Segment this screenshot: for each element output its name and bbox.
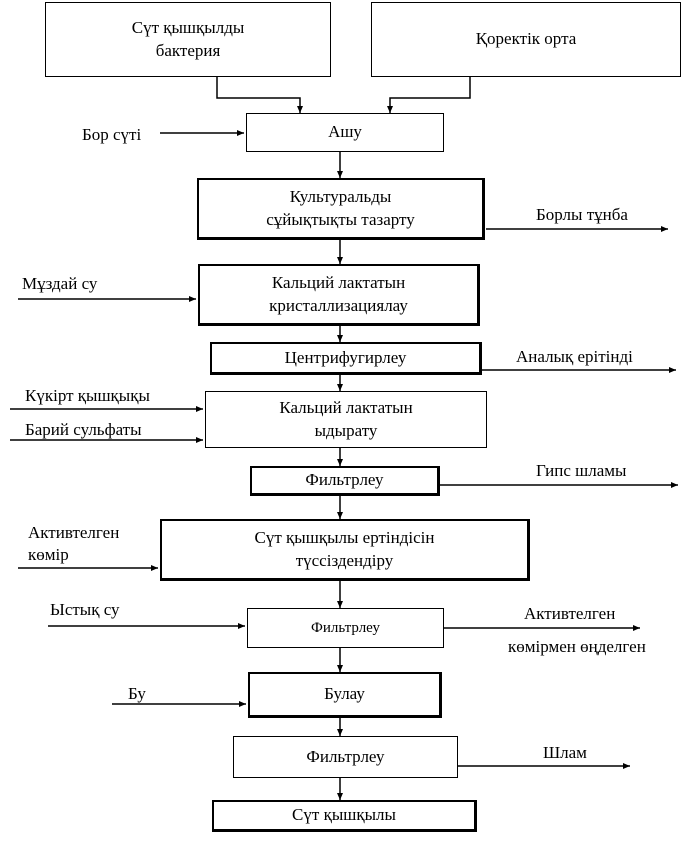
label-barium-sulfate: Барий сульфаты	[25, 420, 142, 439]
box-product: Сүт қышқылы	[212, 800, 477, 832]
box-medium-text: Қоректік орта	[475, 29, 577, 49]
box-filter3-text: Фильтрлеу	[306, 746, 385, 766]
box-filter2-text: Фильтрлеу	[311, 619, 380, 636]
box-centrifuge: Центрифугирлеу	[210, 342, 482, 375]
box-medium: Қоректік орта	[371, 2, 681, 77]
box-filter-2: Фильтрлеу	[247, 608, 444, 648]
label-spent-carbon-2: көмірмен өңделген	[508, 637, 646, 656]
box-ashu: Ашу	[246, 113, 444, 152]
label-chalky-sediment: Борлы тұнба	[536, 205, 628, 224]
box-filter-1: Фильтрлеу	[250, 466, 440, 496]
label-cold-water: Мұздай су	[22, 274, 98, 293]
label-gypsum-sludge: Гипс шламы	[536, 461, 627, 480]
box-bacteria-line2: бактерия	[155, 40, 221, 60]
box-cryst-line2: кристаллизациялау	[269, 295, 408, 315]
box-decomp-line2: ыдырату	[314, 420, 378, 440]
box-decolor-line2: түссіздендіру	[295, 550, 394, 570]
box-purify-line2: сұйықтықты тазарту	[266, 209, 415, 229]
label-mother-liquor: Аналық ерітінді	[516, 347, 633, 366]
label-activated-carbon-2: көмір	[28, 545, 69, 564]
box-cryst-line1: Кальций лактатын	[271, 272, 406, 292]
box-decolorization: Сүт қышқылы ертіндісін түссіздендіру	[160, 519, 530, 581]
label-steam: Бу	[128, 684, 146, 703]
box-purify: Культуральды сұйықтықты тазарту	[197, 178, 485, 240]
label-activated-carbon-1: Активтелген	[28, 523, 120, 542]
box-decomp-line1: Кальций лактатын	[279, 397, 413, 417]
box-product-text: Сүт қышқылы	[292, 805, 396, 825]
arrow-bacteria-to-ashu	[216, 77, 303, 113]
label-spent-carbon-1: Активтелген	[524, 604, 616, 623]
box-crystallization: Кальций лактатын кристаллизациялау	[198, 264, 480, 326]
label-sulfuric-acid: Күкірт қышқықы	[25, 386, 150, 405]
box-decomposition: Кальций лактатын ыдырату	[205, 391, 487, 448]
box-purify-line1: Культуральды	[289, 186, 392, 206]
label-sludge: Шлам	[543, 743, 587, 762]
box-filter1-text: Фильтрлеу	[305, 470, 384, 490]
label-hot-water: Ыстық су	[50, 600, 120, 619]
box-bacteria: Сүт қышқылды бактерия	[45, 2, 331, 77]
box-filter-3: Фильтрлеу	[233, 736, 458, 778]
box-ashu-text: Ашу	[328, 122, 362, 142]
box-evaporation: Булау	[248, 672, 442, 718]
box-bacteria-line1: Сүт қышқылды	[131, 17, 245, 37]
arrow-medium-to-ashu	[387, 77, 471, 113]
label-chalk-milk: Бор сүті	[82, 125, 142, 144]
box-decolor-line1: Сүт қышқылы ертіндісін	[254, 527, 435, 547]
box-centr-text: Центрифугирлеу	[284, 347, 407, 367]
box-evap-text: Булау	[324, 684, 365, 704]
